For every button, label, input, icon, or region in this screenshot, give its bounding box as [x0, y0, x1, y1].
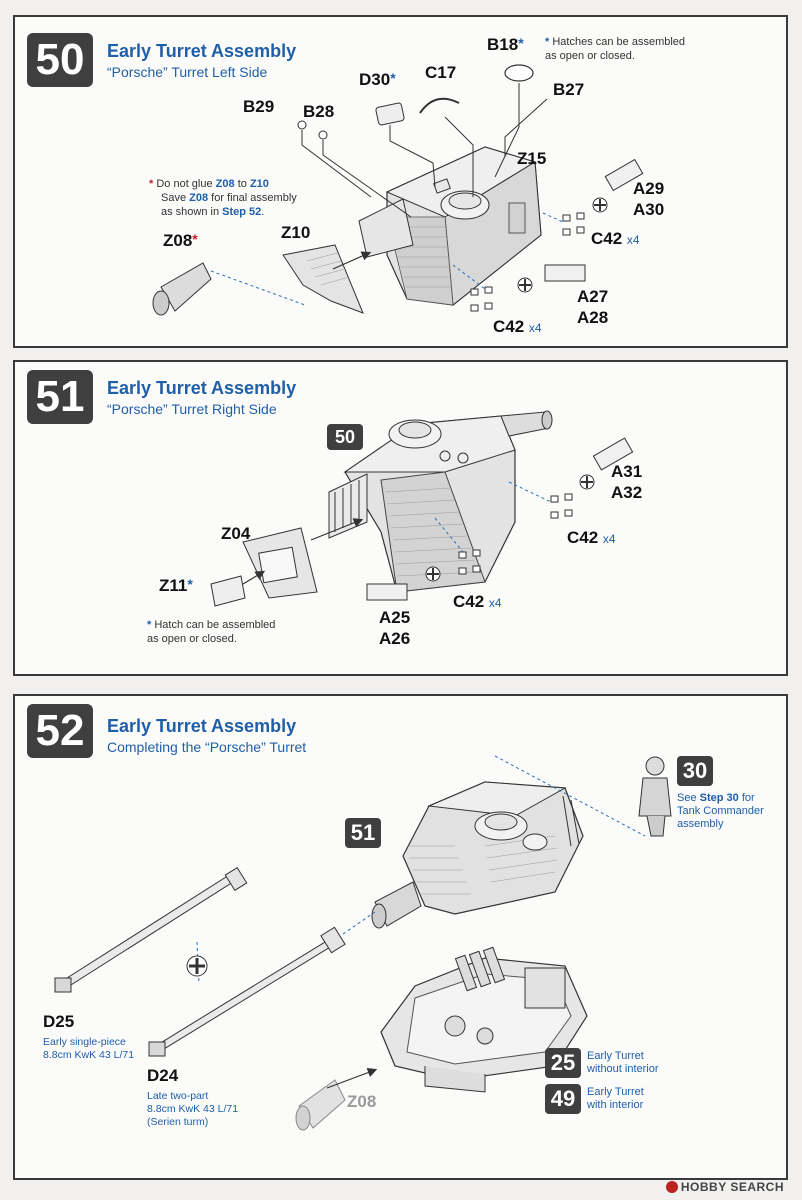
step-51-diagram [210, 410, 634, 607]
part-label-z10: Z10 [281, 223, 311, 242]
part-label-a25: A25 [379, 608, 411, 627]
watermark-logo-icon [665, 1181, 678, 1193]
part-label-z08: Z08* [163, 231, 198, 250]
step-ref-50: 50 [327, 424, 363, 450]
part-label-c17: C17 [425, 63, 457, 82]
part-label-z04: Z04 [221, 524, 251, 543]
part-label-a29: A29 [633, 179, 665, 198]
part-label-c42-lower: C42 x4 [493, 317, 542, 336]
step-subtitle: “Porsche” Turret Right Side [107, 401, 277, 417]
part-label-a28: A28 [577, 308, 609, 327]
part-label-a27: A27 [577, 287, 609, 306]
part-label-d24: D24 [147, 1066, 179, 1085]
step-ref-25: 25 [545, 1048, 581, 1078]
d25-note: Early single-piece 8.8cm KwK 43 L/71 [43, 1036, 135, 1061]
part-label-a31: A31 [611, 462, 643, 481]
part-label-d25: D25 [43, 1012, 75, 1031]
step-51-panel: 51 Early Turret Assembly “Porsche” Turre… [13, 360, 788, 676]
step-ref-49: 49 [545, 1084, 581, 1114]
d24-note: Late two-part 8.8cm KwK 43 L/71 (Serien … [147, 1090, 239, 1128]
see-step-30-note: See Step 30 for Tank Commander assembly [677, 792, 764, 830]
part-label-b18: B18* [487, 35, 524, 54]
hatch-note: * Hatches can be assembled as open or cl… [545, 36, 686, 62]
part-label-z15: Z15 [517, 149, 547, 168]
step-ref-30: 30 [677, 756, 713, 786]
step-number: 51 [27, 370, 93, 424]
step-50-diagram [152, 64, 644, 316]
part-label-a30: A30 [633, 200, 665, 219]
part-label-a32: A32 [611, 483, 643, 502]
part-label-b28: B28 [303, 102, 335, 121]
part-label-d30: D30* [359, 70, 396, 89]
ref-49-note: Early Turret with interior [587, 1086, 644, 1111]
part-label-b27: B27 [553, 80, 585, 99]
part-label-c42-upper: C42 x4 [567, 528, 616, 547]
part-label-z11: Z11* [159, 576, 193, 595]
part-label-c42-upper: C42 x4 [591, 229, 640, 248]
step-subtitle: “Porsche” Turret Left Side [107, 64, 268, 80]
step-subtitle: Completing the “Porsche” Turret [107, 739, 307, 755]
step-title: Early Turret Assembly [107, 41, 297, 61]
step-title: Early Turret Assembly [107, 378, 297, 398]
step-number: 52 [27, 704, 93, 758]
step-50-panel: 50 Early Turret Assembly “Porsche” Turre… [13, 15, 788, 348]
ref-25-note: Early Turret without interior [587, 1050, 659, 1075]
step-title: Early Turret Assembly [107, 716, 297, 736]
part-label-b29: B29 [243, 97, 275, 116]
step-number: 50 [27, 33, 93, 87]
part-label-z08: Z08 [347, 1092, 377, 1111]
step-52-diagram [54, 755, 672, 1131]
step-52-panel: 52 Early Turret Assembly Completing the … [13, 694, 788, 1180]
step-ref-51: 51 [345, 818, 381, 848]
watermark: HOBBY SEARCH [665, 1180, 784, 1194]
part-label-c42-lower: C42 x4 [453, 592, 502, 611]
hatch-note: * Hatch can be assembled as open or clos… [147, 619, 276, 645]
glue-note: * Do not glue Z08 to Z10 Save Z08 for fi… [149, 178, 297, 218]
part-label-a26: A26 [379, 629, 411, 648]
